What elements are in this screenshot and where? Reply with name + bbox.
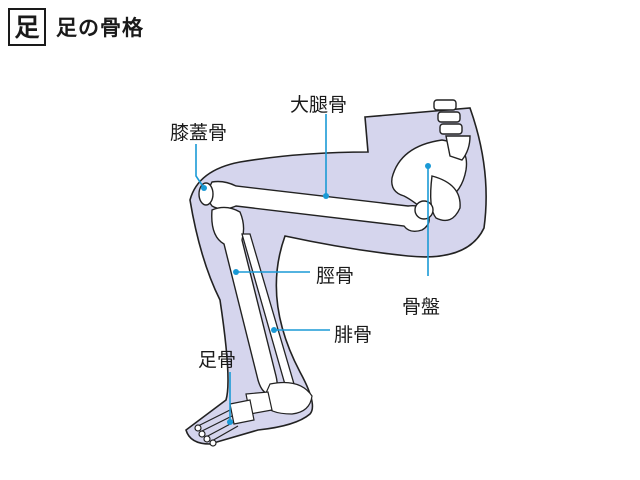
spine [433,99,471,161]
femur-bone [207,180,430,233]
foot-bones [194,381,313,447]
label-pelvis: 骨盤 [402,296,441,318]
title-badge: 足 [8,8,46,46]
leader-lines [195,114,429,422]
label-foot: 足骨 [198,349,237,371]
label-fibula: 腓骨 [334,324,373,346]
header: 足 足の骨格 [8,7,144,47]
femoral-head [414,200,434,220]
label-tibia: 脛骨 [316,265,355,287]
leader-patella [195,144,205,189]
label-patella: 膝蓋骨 [170,122,228,144]
page-title: 足の骨格 [56,16,144,40]
label-femur: 大腿骨 [290,94,348,116]
pelvis-lower [429,175,461,222]
leader-dots [201,163,431,425]
